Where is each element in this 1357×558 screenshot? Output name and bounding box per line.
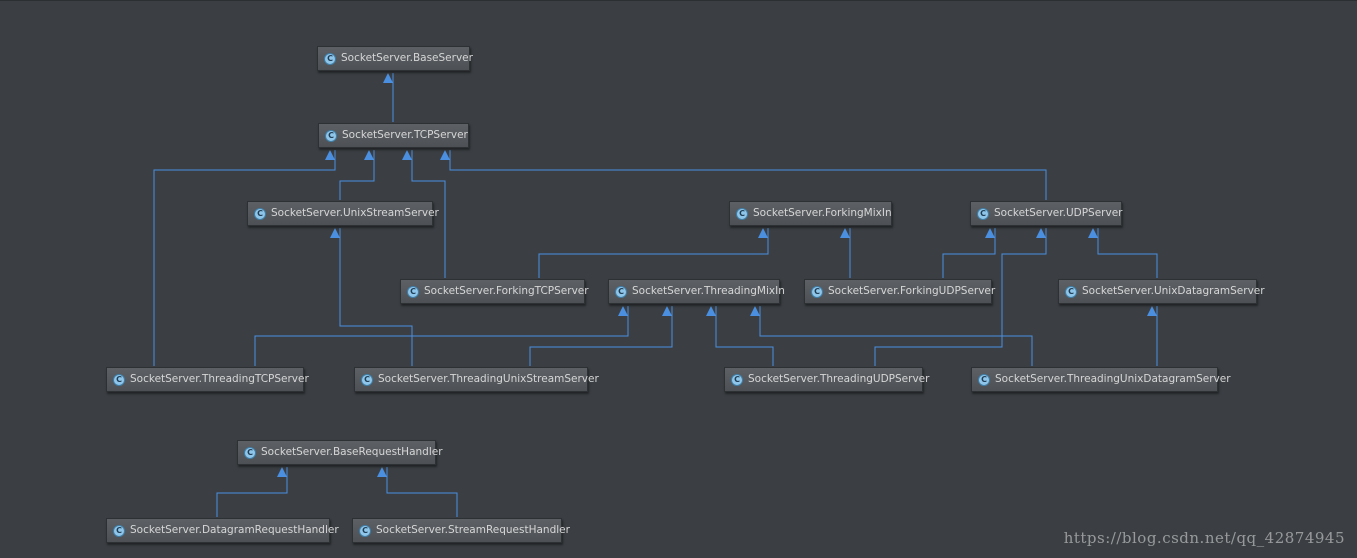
edge-unixstreamserver-to-tcpserver <box>339 150 375 200</box>
class-node-unixdatagramserver[interactable]: C SocketServer.UnixDatagramServer <box>1058 279 1265 304</box>
class-icon: C <box>244 446 256 459</box>
class-name: SocketServer.DatagramRequestHandler <box>130 524 339 537</box>
class-node-udpserver[interactable]: C SocketServer.UDPServer <box>970 201 1123 226</box>
edge-forkingtcpserver-to-forkingmixin <box>538 228 769 278</box>
class-name: SocketServer.UnixStreamServer <box>271 207 439 220</box>
edge-threadingudpserver-to-udpserver <box>874 228 1047 366</box>
class-node-datagramrequesthandler[interactable]: C SocketServer.DatagramRequestHandler <box>106 518 339 543</box>
class-node-forkingtcpserver[interactable]: C SocketServer.ForkingTCPServer <box>400 279 589 304</box>
edge-threadingunixdatagramserver-to-threadingmixin <box>750 306 1033 366</box>
watermark-url: https://blog.csdn.net/qq_42874945 <box>1063 529 1345 547</box>
class-name: SocketServer.ThreadingUnixDatagramServer <box>995 373 1231 386</box>
class-name: SocketServer.ForkingTCPServer <box>424 285 589 298</box>
edge-streamrequesthandler-to-baserequesthandler <box>377 467 458 517</box>
class-node-unixstreamserver[interactable]: C SocketServer.UnixStreamServer <box>247 201 439 226</box>
edge-forkingtcpserver-to-tcpserver <box>402 150 446 278</box>
edge-threadingunixstreamserver-to-unixstreamserver <box>330 228 413 366</box>
edge-forkingudpserver-to-udpserver <box>942 228 996 278</box>
class-node-forkingudpserver[interactable]: C SocketServer.ForkingUDPServer <box>804 279 996 304</box>
class-icon: C <box>254 207 266 220</box>
class-node-threadingudpserver[interactable]: C SocketServer.ThreadingUDPServer <box>724 367 929 392</box>
class-name: SocketServer.StreamRequestHandler <box>376 524 570 537</box>
class-node-threadingunixstreamserver[interactable]: C SocketServer.ThreadingUnixStreamServer <box>354 367 599 392</box>
class-name: SocketServer.ForkingMixIn <box>753 207 892 220</box>
class-icon: C <box>1065 285 1077 298</box>
class-icon: C <box>113 524 125 537</box>
edge-udpserver-to-tcpserver <box>440 150 1047 200</box>
class-node-baseserver[interactable]: C SocketServer.BaseServer <box>317 46 473 71</box>
class-icon: C <box>325 129 337 142</box>
class-node-tcpserver[interactable]: C SocketServer.TCPServer <box>318 123 469 148</box>
class-icon: C <box>977 207 989 220</box>
edge-unixdatagramserver-to-udpserver <box>1088 228 1158 278</box>
class-name: SocketServer.ThreadingTCPServer <box>130 373 309 386</box>
class-icon: C <box>615 285 627 298</box>
edge-threadingtcpserver-to-threadingmixin <box>254 306 629 366</box>
edge-threadingtcpserver-to-tcpserver <box>153 150 336 366</box>
class-name: SocketServer.TCPServer <box>342 129 468 142</box>
class-icon: C <box>359 524 371 537</box>
class-name: SocketServer.ThreadingMixIn <box>632 285 785 298</box>
class-icon: C <box>978 373 990 386</box>
class-icon: C <box>113 373 125 386</box>
class-node-threadingmixin[interactable]: C SocketServer.ThreadingMixIn <box>608 279 785 304</box>
class-node-streamrequesthandler[interactable]: C SocketServer.StreamRequestHandler <box>352 518 570 543</box>
edge-datagramrequesthandler-to-baserequesthandler <box>216 467 288 517</box>
class-icon: C <box>811 285 823 298</box>
class-icon: C <box>324 52 336 65</box>
class-node-baserequesthandler[interactable]: C SocketServer.BaseRequestHandler <box>237 440 443 465</box>
class-name: SocketServer.ThreadingUDPServer <box>748 373 930 386</box>
edge-threadingunixstreamserver-to-threadingmixin <box>529 306 673 366</box>
class-node-threadingtcpserver[interactable]: C SocketServer.ThreadingTCPServer <box>106 367 309 392</box>
class-node-threadingunixdatagramserver[interactable]: C SocketServer.ThreadingUnixDatagramServ… <box>971 367 1231 392</box>
class-node-forkingmixin[interactable]: C SocketServer.ForkingMixIn <box>729 201 892 226</box>
class-icon: C <box>736 207 748 220</box>
edge-threadingudpserver-to-threadingmixin <box>706 306 774 366</box>
class-name: SocketServer.BaseServer <box>341 52 473 65</box>
class-name: SocketServer.ForkingUDPServer <box>828 285 996 298</box>
class-icon: C <box>361 373 373 386</box>
class-name: SocketServer.ThreadingUnixStreamServer <box>378 373 599 386</box>
class-icon: C <box>407 285 419 298</box>
class-icon: C <box>731 373 743 386</box>
class-name: SocketServer.UnixDatagramServer <box>1082 285 1265 298</box>
class-name: SocketServer.UDPServer <box>994 207 1123 220</box>
class-name: SocketServer.BaseRequestHandler <box>261 446 443 459</box>
